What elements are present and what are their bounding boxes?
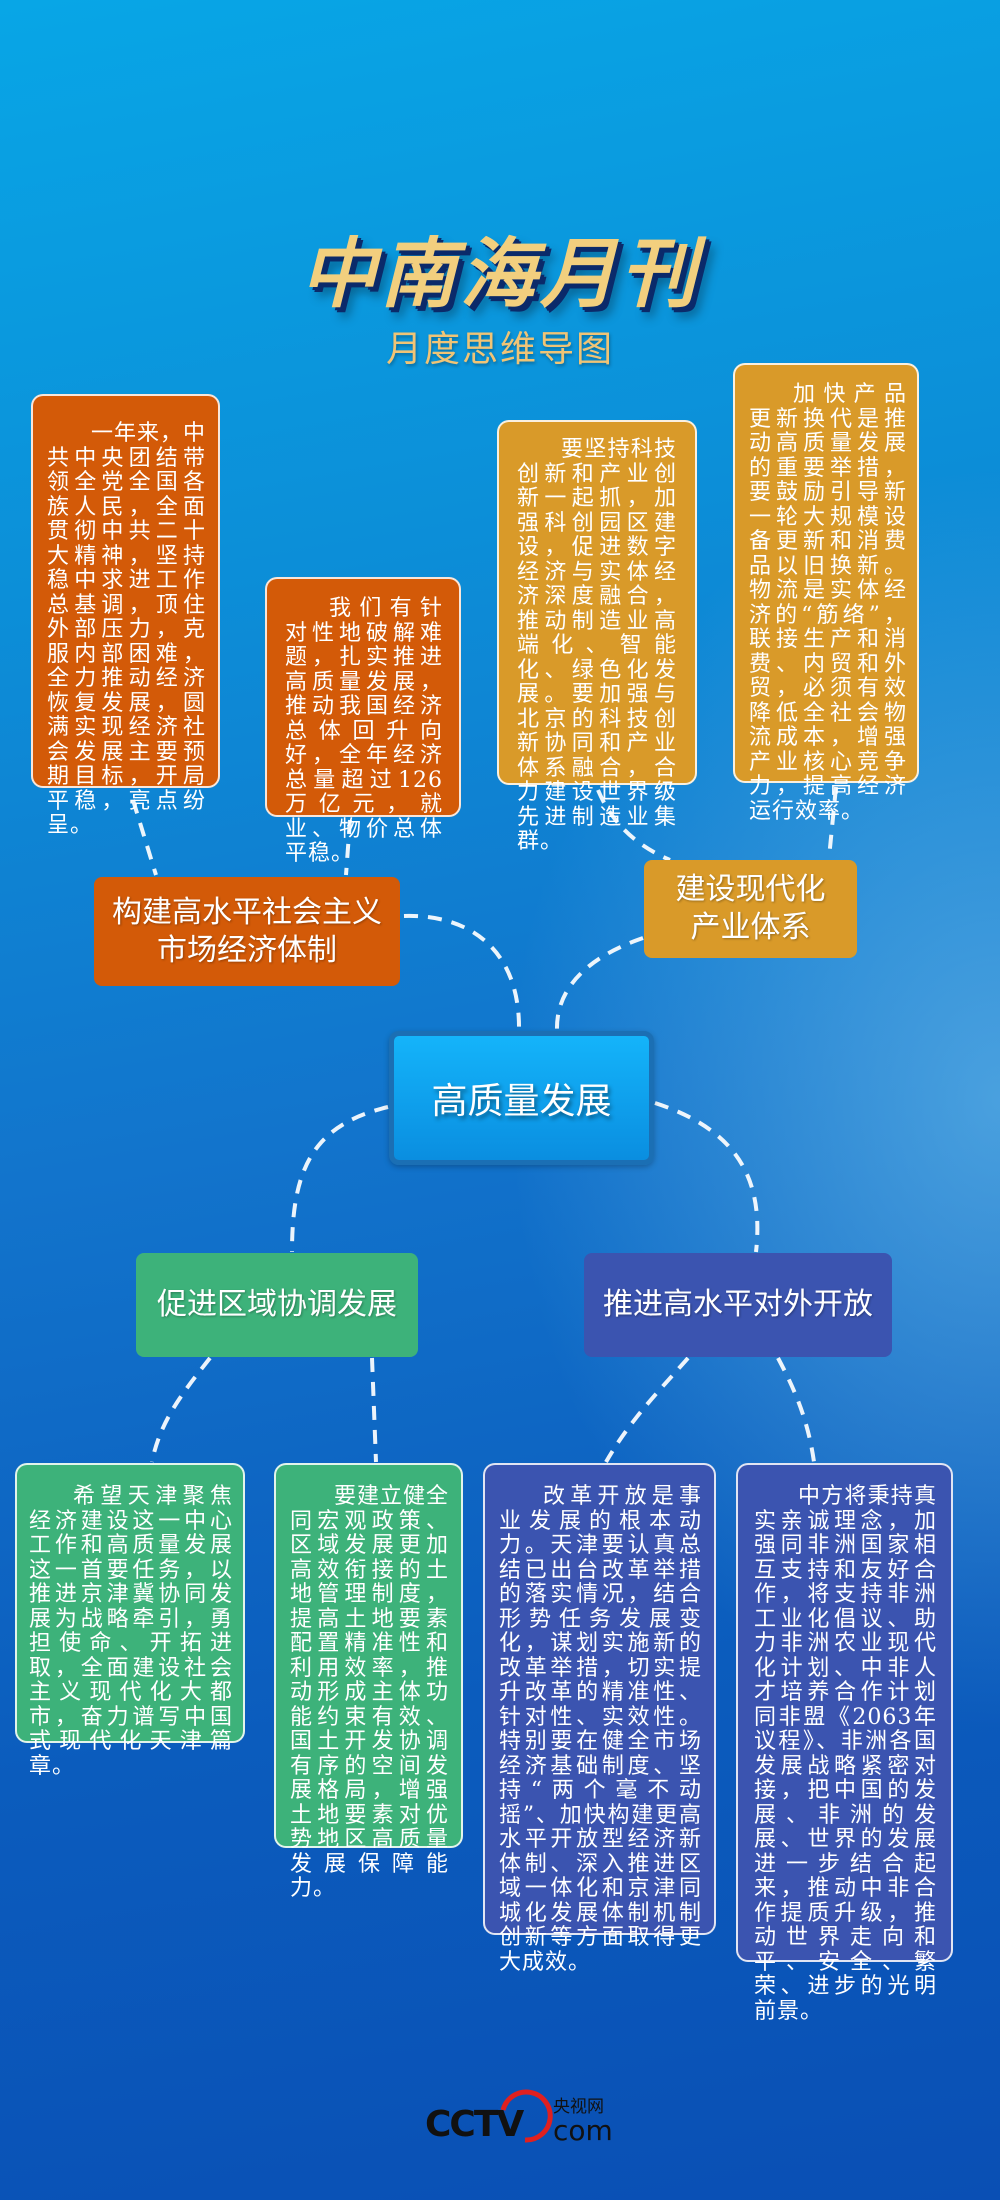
note-card: 改革开放是事业发展的根本动力。天津要认真总结已出台改革举措的落实情况，结合形势任… [483, 1463, 716, 1974]
note-card: 一年来，中共中央团结带领全党全国各族人民，全面贯彻中共二十大精神，坚持稳中求进工… [31, 394, 220, 838]
branch-label: 构建高水平社会主义市场经济体制 [112, 894, 382, 968]
note-text: 要坚持科技创新和产业创新一起抓，加强科创园区建设，促进数字经济与实体经济深度融合… [517, 437, 677, 854]
branch-market-economy[interactable]: 构建高水平社会主义市场经济体制 [94, 877, 400, 986]
connector [554, 936, 644, 1031]
note-text: 一年来，中共中央团结带领全党全国各族人民，全面贯彻中共二十大精神，坚持稳中求进工… [47, 421, 207, 838]
svg-text:CCTV: CCTV [425, 2104, 524, 2145]
svg-text:com: com [553, 2114, 613, 2147]
connector [131, 799, 158, 876]
cctv-logo: CCTV 央视网 com [425, 2089, 613, 2147]
connector [344, 819, 352, 876]
connector [654, 1101, 760, 1253]
note-card: 中方将秉持真实亲诚理念，加强同非洲国家相互支持和友好合作，将支持非洲工业化倡议、… [736, 1463, 953, 2023]
note-card: 我们有针对性地破解难题，扎实推进高质量发展，推动我国经济总体回升向好，全年经济总… [265, 577, 461, 866]
note-text: 改革开放是事业发展的根本动力。天津要认真总结已出台改革举措的落实情况，结合形势任… [499, 1484, 702, 1975]
note-text: 希望天津聚焦经济建设这一中心工作和高质量发展这一首要任务，以推进京津冀协同发展为… [29, 1484, 233, 1779]
connector [776, 1357, 816, 1463]
branch-opening-up[interactable]: 推进高水平对外开放 [584, 1253, 892, 1357]
connector [596, 789, 671, 862]
connector [827, 786, 838, 859]
note-text: 中方将秉持真实亲诚理念，加强同非洲国家相互支持和友好合作，将支持非洲工业化倡议、… [754, 1484, 937, 2024]
connector [370, 1357, 378, 1463]
connector [290, 1105, 389, 1253]
note-text: 我们有针对性地破解难题，扎实推进高质量发展，推动我国经济总体回升向好，全年经济总… [285, 596, 443, 866]
note-card: 要坚持科技创新和产业创新一起抓，加强科创园区建设，促进数字经济与实体经济深度融合… [497, 420, 697, 854]
connector [403, 913, 522, 1031]
branch-label: 促进区域协调发展 [157, 1287, 397, 1322]
branch-regional-development[interactable]: 促进区域协调发展 [136, 1253, 418, 1357]
branch-label: 建设现代化产业体系 [675, 872, 826, 945]
central-topic[interactable]: 高质量发展 [389, 1031, 654, 1165]
central-label: 高质量发展 [431, 1081, 612, 1122]
note-text: 加快产品更新换代是推动高质量发展的重要举措，要鼓励引导新一轮大规模设备更新和消费… [749, 382, 907, 824]
connector [604, 1356, 690, 1463]
connector [150, 1356, 212, 1463]
branch-label: 推进高水平对外开放 [603, 1287, 873, 1322]
magazine-title: 中南海月刊 [300, 229, 700, 318]
subtitle: 月度思维导图 [385, 329, 614, 370]
note-text: 要建立健全同宏观政策、区域发展更加高效衔接的土地管理制度，提高土地要素配置精准性… [290, 1484, 450, 1901]
note-card: 要建立健全同宏观政策、区域发展更加高效衔接的土地管理制度，提高土地要素配置精准性… [274, 1463, 463, 1901]
branch-industry-system[interactable]: 建设现代化产业体系 [644, 860, 857, 958]
svg-text:央视网: 央视网 [553, 2097, 604, 2117]
note-card: 加快产品更新换代是推动高质量发展的重要举措，要鼓励引导新一轮大规模设备更新和消费… [733, 363, 919, 823]
note-card: 希望天津聚焦经济建设这一中心工作和高质量发展这一首要任务，以推进京津冀协同发展为… [15, 1463, 245, 1778]
